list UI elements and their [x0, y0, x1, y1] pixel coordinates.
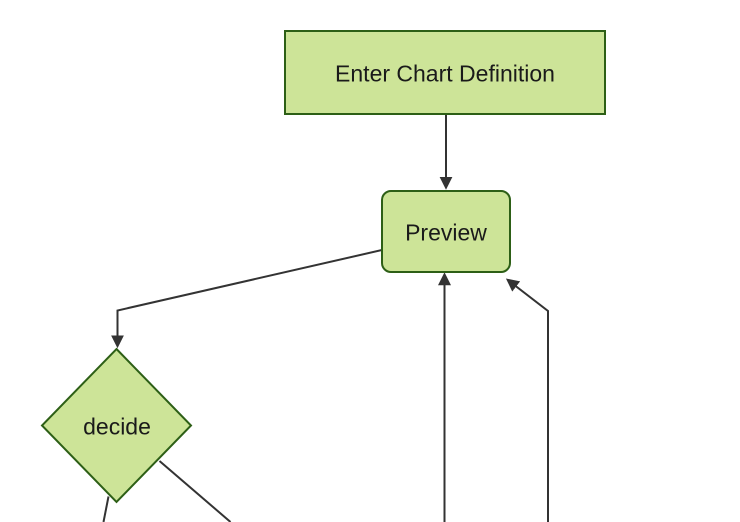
edge-decide-to-offscreen-bottom-right — [158, 460, 232, 522]
edge-layer — [102, 114, 549, 522]
node-decide: decide — [40, 347, 193, 504]
node-enter-chart-definition: Enter Chart Definition — [284, 30, 606, 115]
decide-label: decide — [83, 414, 151, 440]
enter-chart-definition-box — [284, 30, 606, 115]
preview-label: Preview — [405, 220, 487, 246]
edge-offscreen-to-preview-corner — [505, 278, 549, 522]
enter-chart-definition-label: Enter Chart Definition — [335, 61, 555, 87]
edge-preview-to-decide — [111, 249, 383, 349]
decide-diamond — [40, 347, 193, 504]
edge-decide-to-offscreen-bottom-left — [102, 496, 110, 522]
preview-box — [381, 190, 511, 273]
node-preview: Preview — [381, 190, 511, 273]
